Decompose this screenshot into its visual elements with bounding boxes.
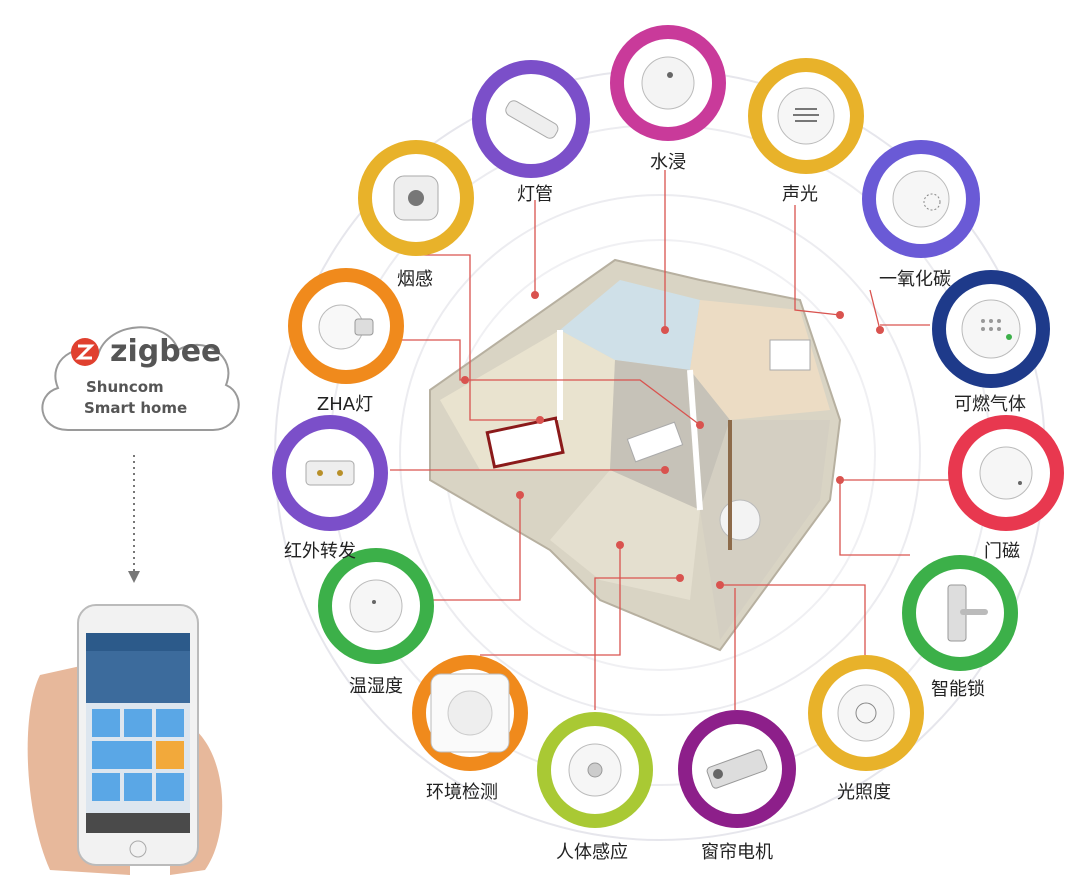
company-name-line1: Shuncom <box>86 378 164 396</box>
sensor-lux <box>808 655 924 771</box>
label-door: 门磁 <box>984 541 1020 562</box>
zigbee-cloud <box>41 326 240 431</box>
label-water-leak: 水浸 <box>650 152 686 173</box>
label-ir: 红外转发 <box>284 541 356 562</box>
smart-lock-icon <box>947 584 988 642</box>
label-co: 一氧化碳 <box>879 269 951 290</box>
sensor-env <box>412 655 528 771</box>
sensor-sound-light <box>748 58 864 174</box>
company-name-line2: Smart home <box>84 399 188 417</box>
label-lux: 光照度 <box>837 782 891 803</box>
environment-monitor-icon <box>430 673 510 753</box>
sensor-co <box>862 140 980 258</box>
label-light-tube: 灯管 <box>517 184 553 205</box>
motion-sensor-icon <box>568 743 622 797</box>
sensor-ir <box>272 415 388 531</box>
thermometer-hygrometer-icon <box>349 579 403 633</box>
sensor-door <box>948 415 1064 531</box>
label-sound-light: 声光 <box>782 184 818 205</box>
sensor-zha-light <box>288 268 404 384</box>
sensor-water-leak <box>610 25 726 141</box>
label-temp-humidity: 温湿度 <box>349 676 403 697</box>
smoke-sensor-icon <box>393 175 439 221</box>
door-sensor-icon <box>979 446 1033 500</box>
label-pir: 人体感应 <box>556 842 628 863</box>
label-gas: 可燃气体 <box>954 394 1026 415</box>
sensor-light-tube <box>472 60 590 178</box>
co-detector-icon <box>892 170 950 228</box>
down-arrow-icon <box>128 455 140 583</box>
sensor-curtain <box>678 710 796 828</box>
label-env: 环境检测 <box>426 782 498 803</box>
sensor-lock <box>902 555 1018 671</box>
light-tube-icon <box>505 100 559 139</box>
curtain-motor-icon <box>706 749 768 789</box>
sensor-smoke <box>358 140 474 256</box>
sensor-temp-humidity <box>318 548 434 664</box>
label-curtain: 窗帘电机 <box>701 842 773 863</box>
label-zha-light: ZHA灯 <box>316 394 374 415</box>
sensor-pir <box>537 712 653 828</box>
label-lock: 智能锁 <box>931 679 985 700</box>
siren-icon <box>777 87 835 145</box>
zigbee-wordmark: zigbee <box>110 334 222 369</box>
ir-blaster-icon <box>305 460 355 486</box>
light-bulb-icon <box>318 304 374 350</box>
sensor-gas <box>932 270 1050 388</box>
light-sensor-icon <box>837 684 895 742</box>
label-smoke: 烟感 <box>397 269 433 290</box>
smartphone-in-hand <box>27 604 223 875</box>
floorplan-illustration <box>429 258 842 652</box>
water-leak-sensor-icon <box>641 56 695 110</box>
zigbee-logo-icon <box>71 338 99 366</box>
gas-detector-icon <box>961 299 1021 359</box>
